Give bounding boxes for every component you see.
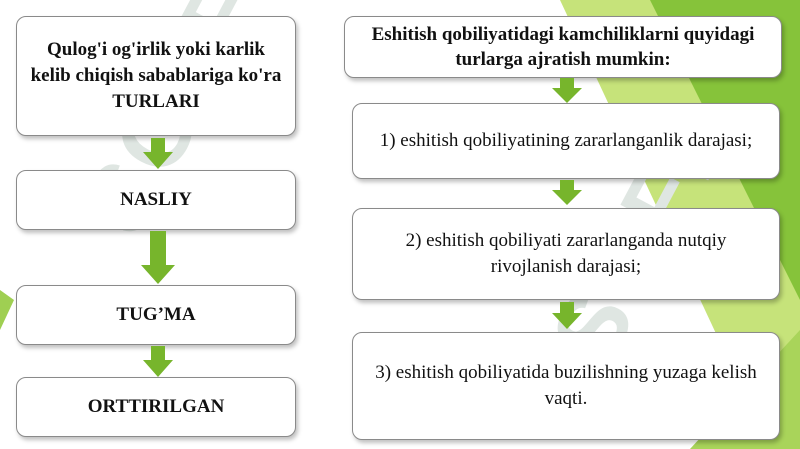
- left-header-text: Qulog'i og'irlik yoki karlik kelib chiqi…: [30, 39, 282, 112]
- right-header-box: Eshitish qobiliyatidagi kamchiliklarni q…: [344, 16, 782, 78]
- left-item-text: ORTTIRILGAN: [87, 396, 225, 417]
- down-arrow-icon: [143, 138, 173, 169]
- left-header-box: Qulog'i og'irlik yoki karlik kelib chiqi…: [16, 16, 296, 136]
- down-arrow-icon: [552, 302, 582, 329]
- right-item-box: 2) eshitish qobiliyati zararlanganda nut…: [352, 208, 780, 300]
- left-item-box: ORTTIRILGAN: [16, 377, 296, 437]
- right-item-text: 1) eshitish qobiliyatining zararlanganli…: [379, 130, 753, 151]
- down-arrow-icon: [552, 78, 582, 103]
- left-item-text: NASLIY: [120, 189, 192, 210]
- right-item-text: 3) eshitish qobiliyatida buzilishning yu…: [375, 362, 757, 409]
- down-arrow-icon: [143, 346, 173, 377]
- left-item-box: TUG’MA: [16, 285, 296, 345]
- right-item-box: 1) eshitish qobiliyatining zararlanganli…: [352, 103, 780, 179]
- right-header-text: Eshitish qobiliyatidagi kamchiliklarni q…: [371, 24, 755, 70]
- right-item-text: 2) eshitish qobiliyati zararlanganda nut…: [405, 230, 727, 277]
- down-arrow-icon: [552, 180, 582, 205]
- down-arrow-icon: [141, 231, 175, 284]
- left-item-box: NASLIY: [16, 170, 296, 230]
- left-item-text: TUG’MA: [116, 304, 196, 325]
- right-item-box: 3) eshitish qobiliyatida buzilishning yu…: [352, 332, 780, 440]
- green-corner-left: [0, 290, 14, 330]
